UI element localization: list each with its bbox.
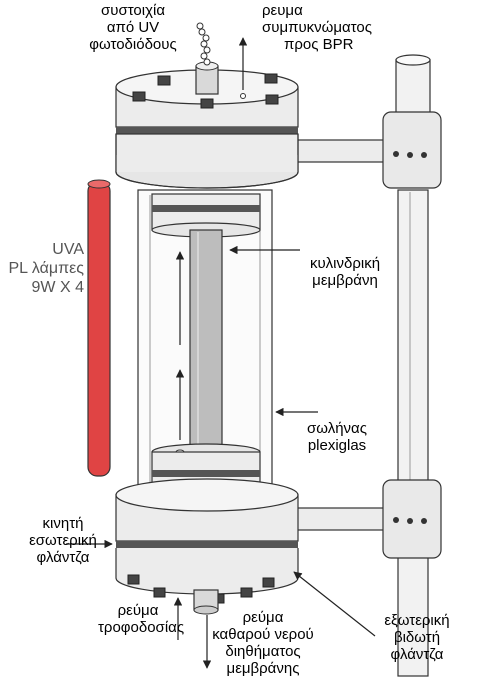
- label-uv-array: συστοιχία από UV φωτοδιόδους: [89, 2, 177, 53]
- label-retentate-stream: ρευμα συμπυκνώματος προς BPR: [262, 2, 372, 53]
- uva-lamp: [87, 179, 111, 477]
- bottom-head: [115, 478, 299, 595]
- support-rod: [395, 54, 431, 677]
- label-arrows: [66, 37, 376, 669]
- label-uva-lamps: UVA PL λάμπες 9W X 4: [8, 241, 84, 296]
- label-inner-flange: κινητή εσωτερική φλάντζα: [29, 515, 97, 566]
- label-feed-stream: ρεύμα τροφοδοσίας: [98, 602, 185, 636]
- label-cylindrical-membrane: κυλινδρική μεμβράνη: [309, 255, 381, 289]
- upper-clamp: [295, 111, 442, 189]
- top-port: [195, 22, 246, 99]
- top-bolts: [132, 73, 279, 109]
- label-permeate-stream: ρεύμα καθαρού νερού διηθήματος μεμβράνης: [212, 609, 314, 677]
- membrane-cylinder: [189, 229, 223, 453]
- label-plexiglas-tube: σωλήνας plexiglas: [307, 420, 367, 454]
- label-outer-flange: εξωτερική βιδωτή φλάντζα: [384, 612, 450, 663]
- lower-clamp: [295, 479, 442, 559]
- bottom-port: [193, 589, 219, 615]
